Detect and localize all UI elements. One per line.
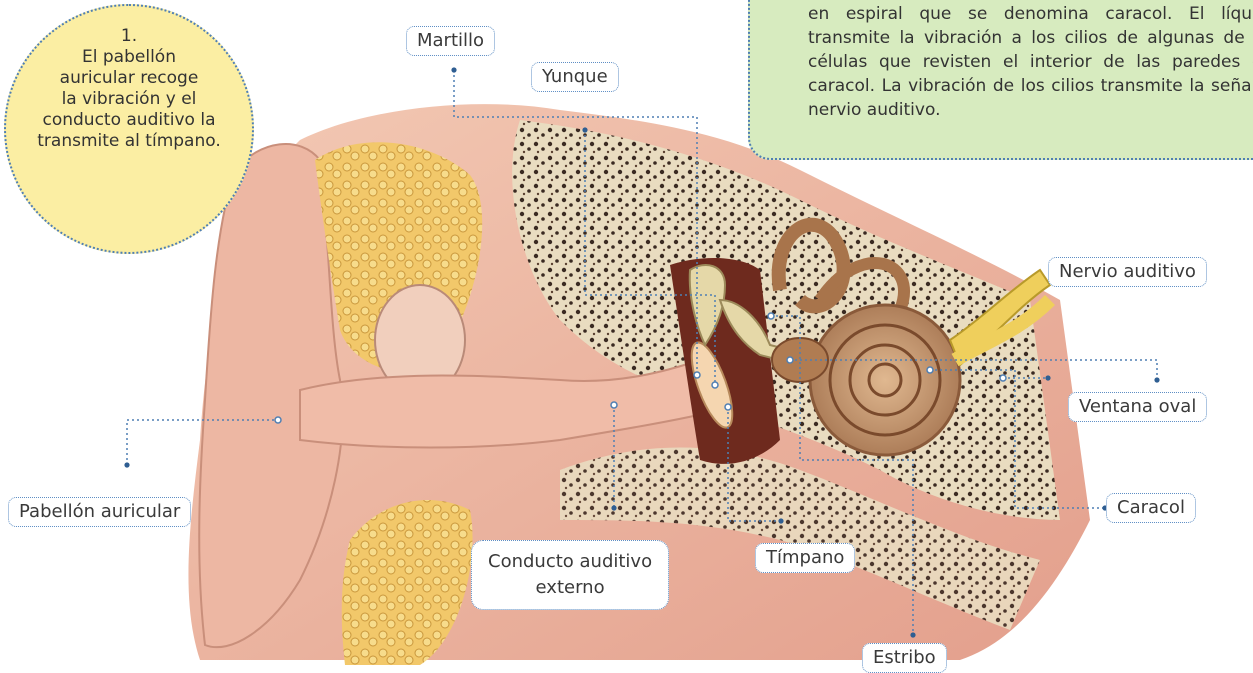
dot-nervio bbox=[1045, 375, 1050, 380]
dot-ventana bbox=[1154, 377, 1159, 382]
callout-step-1-body: El pabellón auricular recoge la vibració… bbox=[37, 47, 221, 151]
callout-step-3-text: en espiral que se denomina caracol. El l… bbox=[808, 2, 1253, 122]
callout-step-1-number: 1. bbox=[121, 26, 137, 46]
label-yunque: Yunque bbox=[531, 62, 619, 92]
dot-martillo bbox=[451, 67, 456, 72]
dot-yunque bbox=[582, 127, 587, 132]
callout-step-1: 1. El pabellón auricular recoge la vibra… bbox=[4, 4, 254, 254]
label-ventana-oval: Ventana oval bbox=[1068, 392, 1207, 422]
label-caracol: Caracol bbox=[1106, 493, 1196, 523]
label-nervio-auditivo: Nervio auditivo bbox=[1048, 257, 1207, 287]
label-timpano: Tímpano bbox=[755, 543, 855, 573]
dot-pabellon bbox=[124, 462, 129, 467]
label-estribo: Estribo bbox=[862, 643, 947, 673]
label-conducto-auditivo-externo: Conducto auditivo externo bbox=[471, 540, 669, 610]
dot-estribo bbox=[910, 632, 915, 637]
label-martillo: Martillo bbox=[406, 26, 495, 56]
label-pabellon-auricular: Pabellón auricular bbox=[8, 497, 191, 527]
callout-step-3: en espiral que se denomina caracol. El l… bbox=[748, 0, 1253, 160]
callout-step-1-text: 1. El pabellón auricular recoge la vibra… bbox=[6, 26, 252, 152]
dot-timpano bbox=[778, 518, 783, 523]
dot-conducto bbox=[611, 505, 616, 510]
